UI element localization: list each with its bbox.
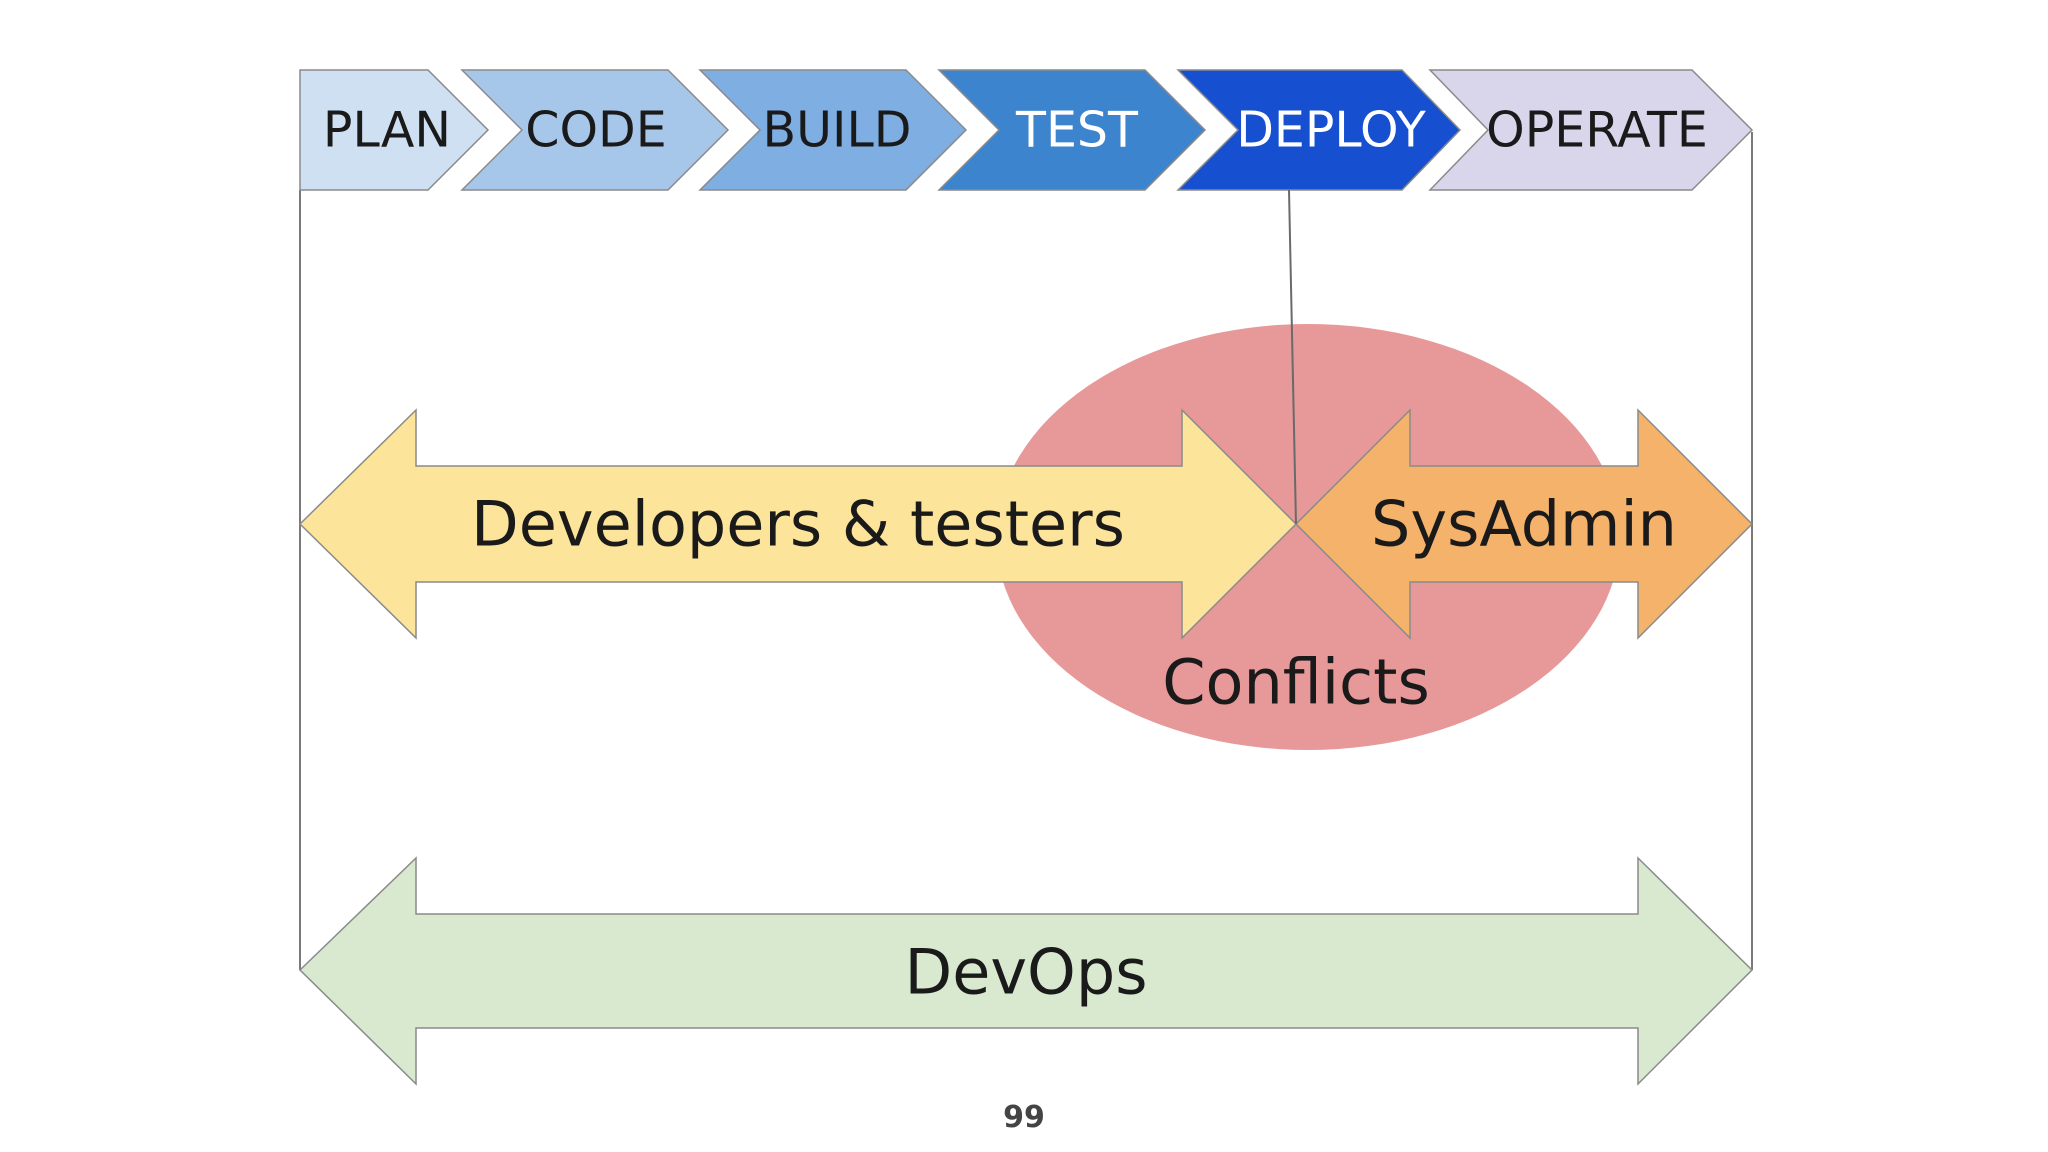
stage-test-label: TEST	[1015, 102, 1139, 159]
stage-deploy-chevron	[1176, 69, 1462, 191]
sysadmin-label: SysAdmin	[1371, 488, 1677, 561]
stage-operate-label: OPERATE	[1486, 102, 1708, 159]
stage-deploy-label: DEPLOY	[1236, 102, 1427, 159]
stage-operate-chevron	[1428, 69, 1754, 191]
stage-build-label: BUILD	[763, 102, 912, 159]
stage-build-chevron	[698, 69, 968, 191]
devops-arrow	[298, 856, 1754, 1086]
stage-code-label: CODE	[525, 102, 666, 159]
stage-code-chevron	[460, 69, 730, 191]
developers-testers-label: Developers & testers	[471, 488, 1125, 561]
sysadmin-arrow	[1294, 408, 1754, 640]
stage-test-chevron	[937, 69, 1207, 191]
page-number: 99	[1003, 1100, 1045, 1130]
stage-plan-label: PLAN	[323, 102, 451, 159]
deploy-pointer-line	[1288, 189, 1297, 525]
conflicts-label: Conflicts	[1162, 646, 1430, 719]
stage-plan-chevron	[299, 69, 490, 191]
pipeline-stages: PLAN CODE BUILD TEST DEPLOY OPERATE	[299, 69, 1754, 191]
devops-label: DevOps	[904, 936, 1147, 1009]
